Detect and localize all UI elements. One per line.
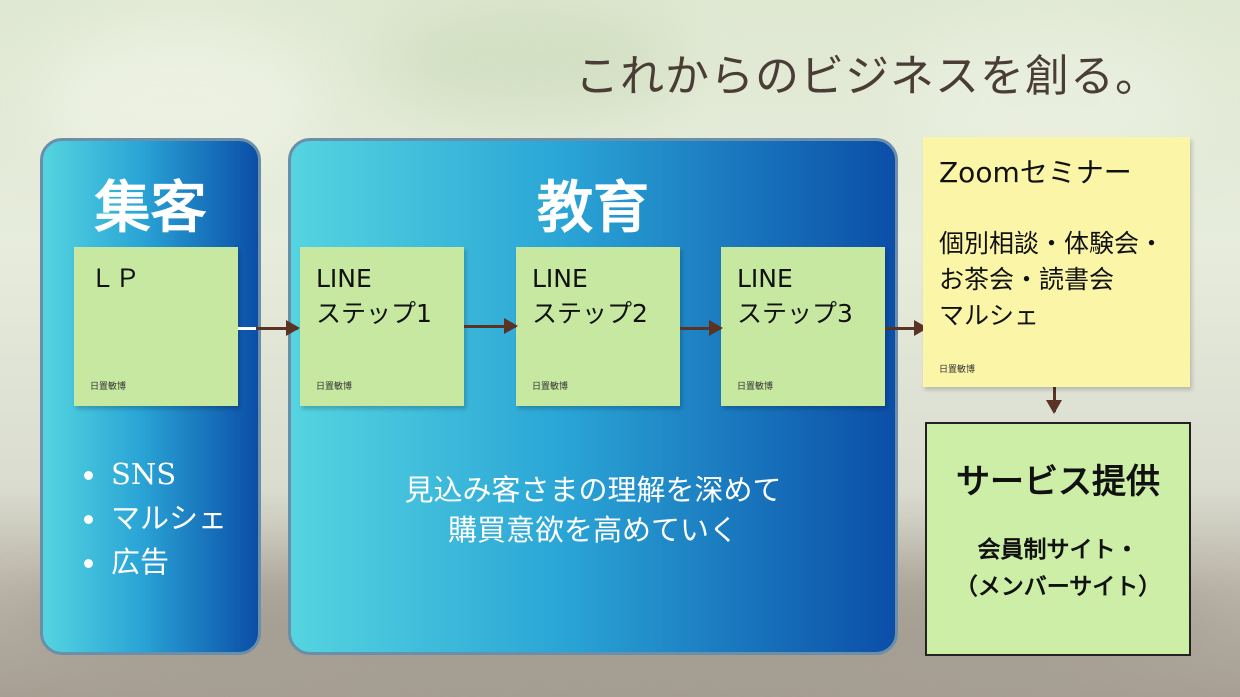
service-body: 会員制サイト・ （メンバーサイト） [954,537,1162,600]
education-description-line: 見込み客さまの理解を深めて [404,473,782,507]
page-title: これからのビジネスを創る。 [575,51,1160,102]
list-item: SNS [84,452,227,496]
education-title: 教育 [537,176,649,241]
arrow-down-icon [1046,372,1062,414]
lp-note-text: ＬＰ [90,264,141,293]
line-step3-text: LINE ステップ3 [737,264,853,328]
service-box: サービス提供 会員制サイト・ （メンバーサイト） [925,422,1191,656]
lp-note: ＬＰ 日置敏博 [74,247,238,406]
zoom-seminar-note: Zoomセミナー 個別相談・体験会・ お茶会・読書会 マルシェ 日置敏博 [923,137,1190,387]
line-step2-text: LINE ステップ2 [532,264,648,328]
zoom-seminar-body: 個別相談・体験会・ お茶会・読書会 マルシェ [939,229,1165,330]
arrow-right-icon [885,320,928,336]
line-step1-text: LINE ステップ1 [316,264,432,328]
arrow-right-icon [238,320,300,336]
line-step2-note: LINE ステップ2 日置敏博 [516,247,680,406]
zoom-seminar-author: 日置敏博 [939,365,976,375]
acquisition-bullet-list: SNS マルシェ 広告 [84,452,227,584]
line-step3-author: 日置敏博 [737,382,774,392]
list-item: 広告 [84,540,227,584]
bokeh-light [380,0,680,120]
education-description: 見込み客さまの理解を深めて 購買意欲を高めていく [291,470,895,550]
line-step1-author: 日置敏博 [316,382,353,392]
line-step3-note: LINE ステップ3 日置敏博 [721,247,885,406]
line-step1-note: LINE ステップ1 日置敏博 [300,247,464,406]
education-description-line: 購買意欲を高めていく [447,513,738,547]
arrow-right-icon [464,318,518,334]
zoom-seminar-heading: Zoomセミナー [939,156,1132,189]
list-item: マルシェ [84,496,227,540]
service-title: サービス提供 [956,462,1160,502]
arrow-right-icon [680,320,723,336]
line-step2-author: 日置敏博 [532,382,569,392]
lp-note-author: 日置敏博 [90,382,127,392]
acquisition-title: 集客 [94,176,207,241]
